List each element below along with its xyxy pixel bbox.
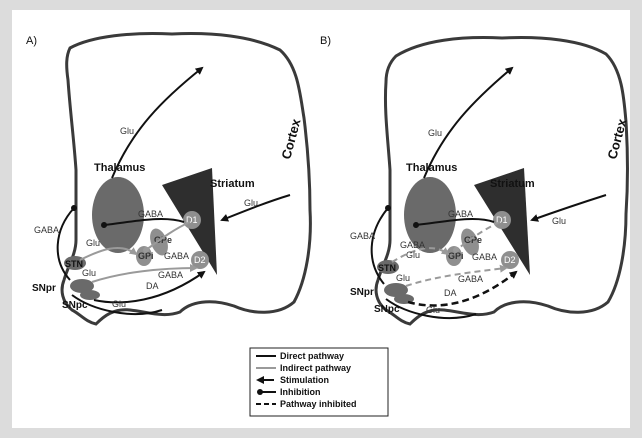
legend-label-direct: Direct pathway — [280, 351, 344, 361]
snpc-a — [80, 290, 100, 300]
panel-b-label: B) — [320, 35, 331, 47]
thalamus-label-b: Thalamus — [406, 162, 457, 174]
edge-gaba-lower-a: GABA — [158, 270, 183, 280]
striatum-label-a: Striatum — [210, 178, 255, 190]
edge-glu-cortex-striatum-a: Glu — [244, 198, 258, 208]
legend-swatch-inhibition-dot — [257, 389, 263, 395]
edge-gaba-gpe-a: GABA — [164, 251, 189, 261]
legend-label-indirect: Indirect pathway — [280, 363, 351, 373]
path-da-b — [406, 268, 506, 286]
stn-label-b: STN — [378, 263, 396, 273]
edge-glu-snpc-b: Glu — [426, 305, 440, 315]
d2-label-a: D2 — [194, 255, 206, 265]
edge-glu-snpc-a: Glu — [112, 299, 126, 309]
cortex-label-a: Cortex — [278, 116, 303, 160]
legend-label-inhibition: Inhibition — [280, 387, 321, 397]
legend-label-stimulation: Stimulation — [280, 375, 329, 385]
panel-a: A) Cortex Thalamus Striatum D1 D2 GPe GP… — [26, 34, 310, 324]
path-stn-gpi-a — [80, 248, 136, 260]
edge-glu-cortex-striatum-b: Glu — [552, 216, 566, 226]
edge-glu-thal-cortex-b: Glu — [428, 128, 442, 138]
legend: Direct pathway Indirect pathway Stimulat… — [250, 348, 388, 416]
basal-ganglia-figure: A) Cortex Thalamus Striatum D1 D2 GPe GP… — [12, 10, 630, 428]
edge-gaba-snpr-thal-a: GABA — [34, 225, 59, 235]
panel-b: B) Cortex Thalamus Striatum D1 D2 GPe GP… — [320, 35, 630, 324]
edge-gaba-stn-gpi-b: GABA — [400, 240, 425, 250]
edge-gaba-snpr-thal-b: GABA — [350, 231, 375, 241]
snpr-label-a: SNpr — [32, 283, 56, 294]
snpr-label-b: SNpr — [350, 287, 374, 298]
thalamus-label-a: Thalamus — [94, 162, 145, 174]
path-cortex-striatum-b — [532, 195, 606, 220]
edge-gaba-lower-b: GABA — [458, 274, 483, 284]
edge-glu-stn-gpi-b: Glu — [406, 250, 420, 260]
gpi-label-a: GPi — [138, 251, 154, 261]
d2-label-b: D2 — [504, 255, 516, 265]
edge-glu-stn-a: Glu — [82, 268, 96, 278]
edge-glu-thal-cortex-a: Glu — [120, 126, 134, 136]
edge-gaba-d1-a: GABA — [138, 209, 163, 219]
edge-da-b: DA — [444, 288, 457, 298]
figure-svg: A) Cortex Thalamus Striatum D1 D2 GPe GP… — [12, 10, 630, 428]
panel-a-label: A) — [26, 35, 37, 47]
edge-gaba-gpe-b: GABA — [472, 252, 497, 262]
legend-label-dashed: Pathway inhibited — [280, 399, 357, 409]
edge-da-a: DA — [146, 281, 159, 291]
striatum-label-b: Striatum — [490, 178, 535, 190]
gpe-label-a: GPe — [154, 235, 172, 245]
gpi-label-b: GPi — [448, 251, 464, 261]
edge-glu-stn-gpi-a: Glu — [86, 238, 100, 248]
edge-gaba-d1-b: GABA — [448, 209, 473, 219]
edge-glu-stn-b: Glu — [396, 273, 410, 283]
